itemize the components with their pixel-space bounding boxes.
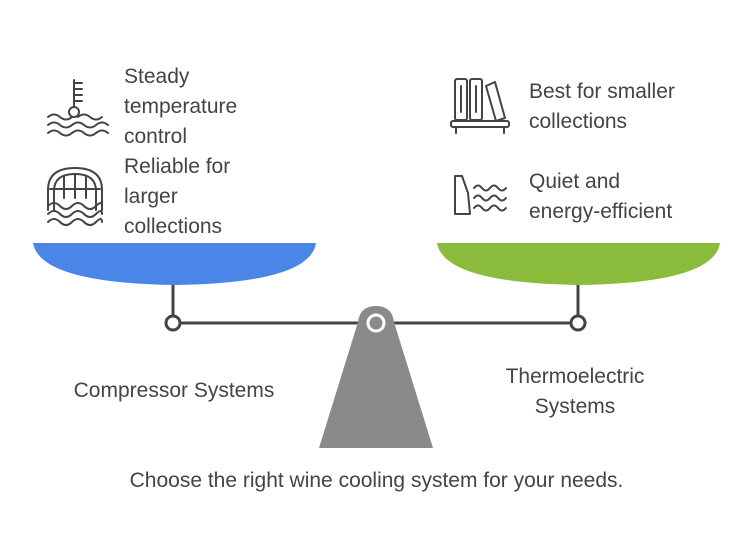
right-system-label: Thermoelectric Systems [505, 365, 645, 418]
left-system-label: Compressor Systems [73, 379, 275, 402]
right-item-text: Quiet and energy-efficient [529, 170, 673, 223]
diagram-caption: Choose the right wine cooling system for… [129, 469, 624, 492]
right-pan [437, 243, 720, 285]
left-item-text: Reliable for larger collections [124, 155, 231, 238]
quiet-waves-icon [454, 175, 507, 215]
wine-cellar-arch-icon [47, 167, 103, 226]
left-pan [33, 243, 316, 285]
fulcrum-pivot [366, 313, 386, 333]
right-pivot [569, 314, 587, 332]
left-pivot [164, 314, 182, 332]
left-item-text: Steady temperature control [124, 65, 238, 148]
thermometer-waves-icon [47, 79, 109, 137]
fulcrum-base [319, 306, 433, 448]
bookshelf-icon [450, 78, 510, 134]
right-item-text: Best for smaller collections [529, 80, 675, 133]
